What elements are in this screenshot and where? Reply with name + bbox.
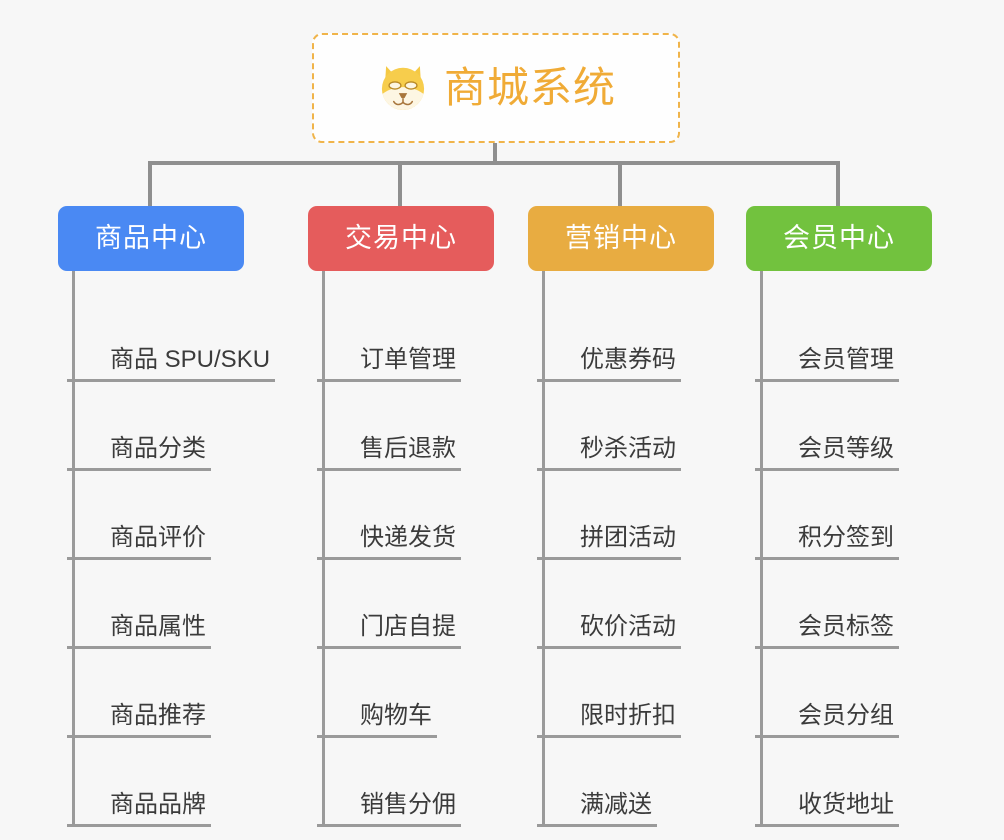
leaf-label: 会员等级 [755,436,899,472]
leaf-item[interactable]: 商品属性 [67,560,275,650]
leaf-item[interactable]: 拼团活动 [537,471,714,561]
leaf-label: 商品 SPU/SKU [66,347,276,383]
leaf-label: 快递发货 [317,525,461,561]
leaf-item[interactable]: 会员管理 [755,293,932,383]
connector-drop-4 [836,161,840,208]
branch-column-marketing: 营销中心 优惠券码 秒杀活动 拼团活动 砍价活动 限时折扣 满减送 [528,206,714,828]
category-box-product[interactable]: 商品中心 [58,206,244,271]
leaf-item[interactable]: 购物车 [317,649,494,739]
leaf-item[interactable]: 商品 SPU/SKU [66,293,276,383]
category-box-trade[interactable]: 交易中心 [308,206,494,271]
connector-drop-2 [398,161,402,208]
connector-drop-1 [148,161,152,208]
leaf-item[interactable]: 积分签到 [755,471,932,561]
leaf-list-trade: 订单管理 售后退款 快递发货 门店自提 购物车 销售分佣 [317,271,494,828]
leaf-label: 商品属性 [67,614,211,650]
leaf-item[interactable]: 商品分类 [67,382,275,472]
leaf-label: 砍价活动 [537,614,681,650]
leaf-label: 限时折扣 [537,703,681,739]
leaf-label: 销售分佣 [317,792,461,828]
leaf-label: 秒杀活动 [537,436,681,472]
leaf-label: 会员分组 [755,703,899,739]
leaf-list-product: 商品 SPU/SKU 商品分类 商品评价 商品属性 商品推荐 商品品牌 [66,271,276,828]
leaf-label: 门店自提 [317,614,461,650]
category-label-marketing: 营销中心 [565,223,677,253]
leaf-label: 收货地址 [755,792,899,828]
leaf-item[interactable]: 会员标签 [755,560,932,650]
leaf-item[interactable]: 收货地址 [755,738,932,828]
leaf-spine [760,271,763,827]
leaf-label: 商品分类 [67,436,211,472]
leaf-label: 订单管理 [317,347,461,383]
leaf-item[interactable]: 订单管理 [317,293,494,383]
leaf-item[interactable]: 销售分佣 [317,738,494,828]
leaf-spine [542,271,545,827]
leaf-item[interactable]: 商品推荐 [67,649,275,739]
leaf-list-member: 会员管理 会员等级 积分签到 会员标签 会员分组 收货地址 [755,271,932,828]
branch-column-trade: 交易中心 订单管理 售后退款 快递发货 门店自提 购物车 销售分佣 [308,206,494,828]
leaf-item[interactable]: 会员等级 [755,382,932,472]
leaf-spine [322,271,325,827]
leaf-item[interactable]: 秒杀活动 [537,382,714,472]
connector-horizontal-bus [148,161,836,165]
leaf-item[interactable]: 优惠券码 [537,293,714,383]
leaf-spine [72,271,75,827]
leaf-item[interactable]: 门店自提 [317,560,494,650]
root-node[interactable]: 商城系统 [312,33,680,143]
category-label-product: 商品中心 [95,223,207,253]
leaf-list-marketing: 优惠券码 秒杀活动 拼团活动 砍价活动 限时折扣 满减送 [537,271,714,828]
category-box-marketing[interactable]: 营销中心 [528,206,714,271]
leaf-label: 会员管理 [755,347,899,383]
category-label-member: 会员中心 [783,223,895,253]
dog-face-icon [381,66,425,110]
leaf-label: 商品评价 [67,525,211,561]
leaf-item[interactable]: 快递发货 [317,471,494,561]
leaf-label: 拼团活动 [537,525,681,561]
branch-column-product: 商品中心 商品 SPU/SKU 商品分类 商品评价 商品属性 商品推荐 商品品牌 [58,206,276,828]
category-box-member[interactable]: 会员中心 [746,206,932,271]
leaf-label: 购物车 [317,703,437,739]
leaf-label: 售后退款 [317,436,461,472]
leaf-item[interactable]: 砍价活动 [537,560,714,650]
leaf-label: 商品推荐 [67,703,211,739]
leaf-item[interactable]: 售后退款 [317,382,494,472]
category-label-trade: 交易中心 [345,223,457,253]
leaf-label: 积分签到 [755,525,899,561]
leaf-label: 优惠券码 [537,347,681,383]
connector-drop-3 [618,161,622,208]
leaf-label: 商品品牌 [67,792,211,828]
connector-root-stem [493,143,497,163]
leaf-item[interactable]: 满减送 [537,738,714,828]
root-title: 商城系统 [443,64,616,111]
leaf-label: 满减送 [537,792,657,828]
leaf-label: 会员标签 [755,614,899,650]
branch-column-member: 会员中心 会员管理 会员等级 积分签到 会员标签 会员分组 收货地址 [746,206,932,828]
leaf-item[interactable]: 限时折扣 [537,649,714,739]
leaf-item[interactable]: 会员分组 [755,649,932,739]
leaf-item[interactable]: 商品品牌 [67,738,275,828]
leaf-item[interactable]: 商品评价 [67,471,275,561]
